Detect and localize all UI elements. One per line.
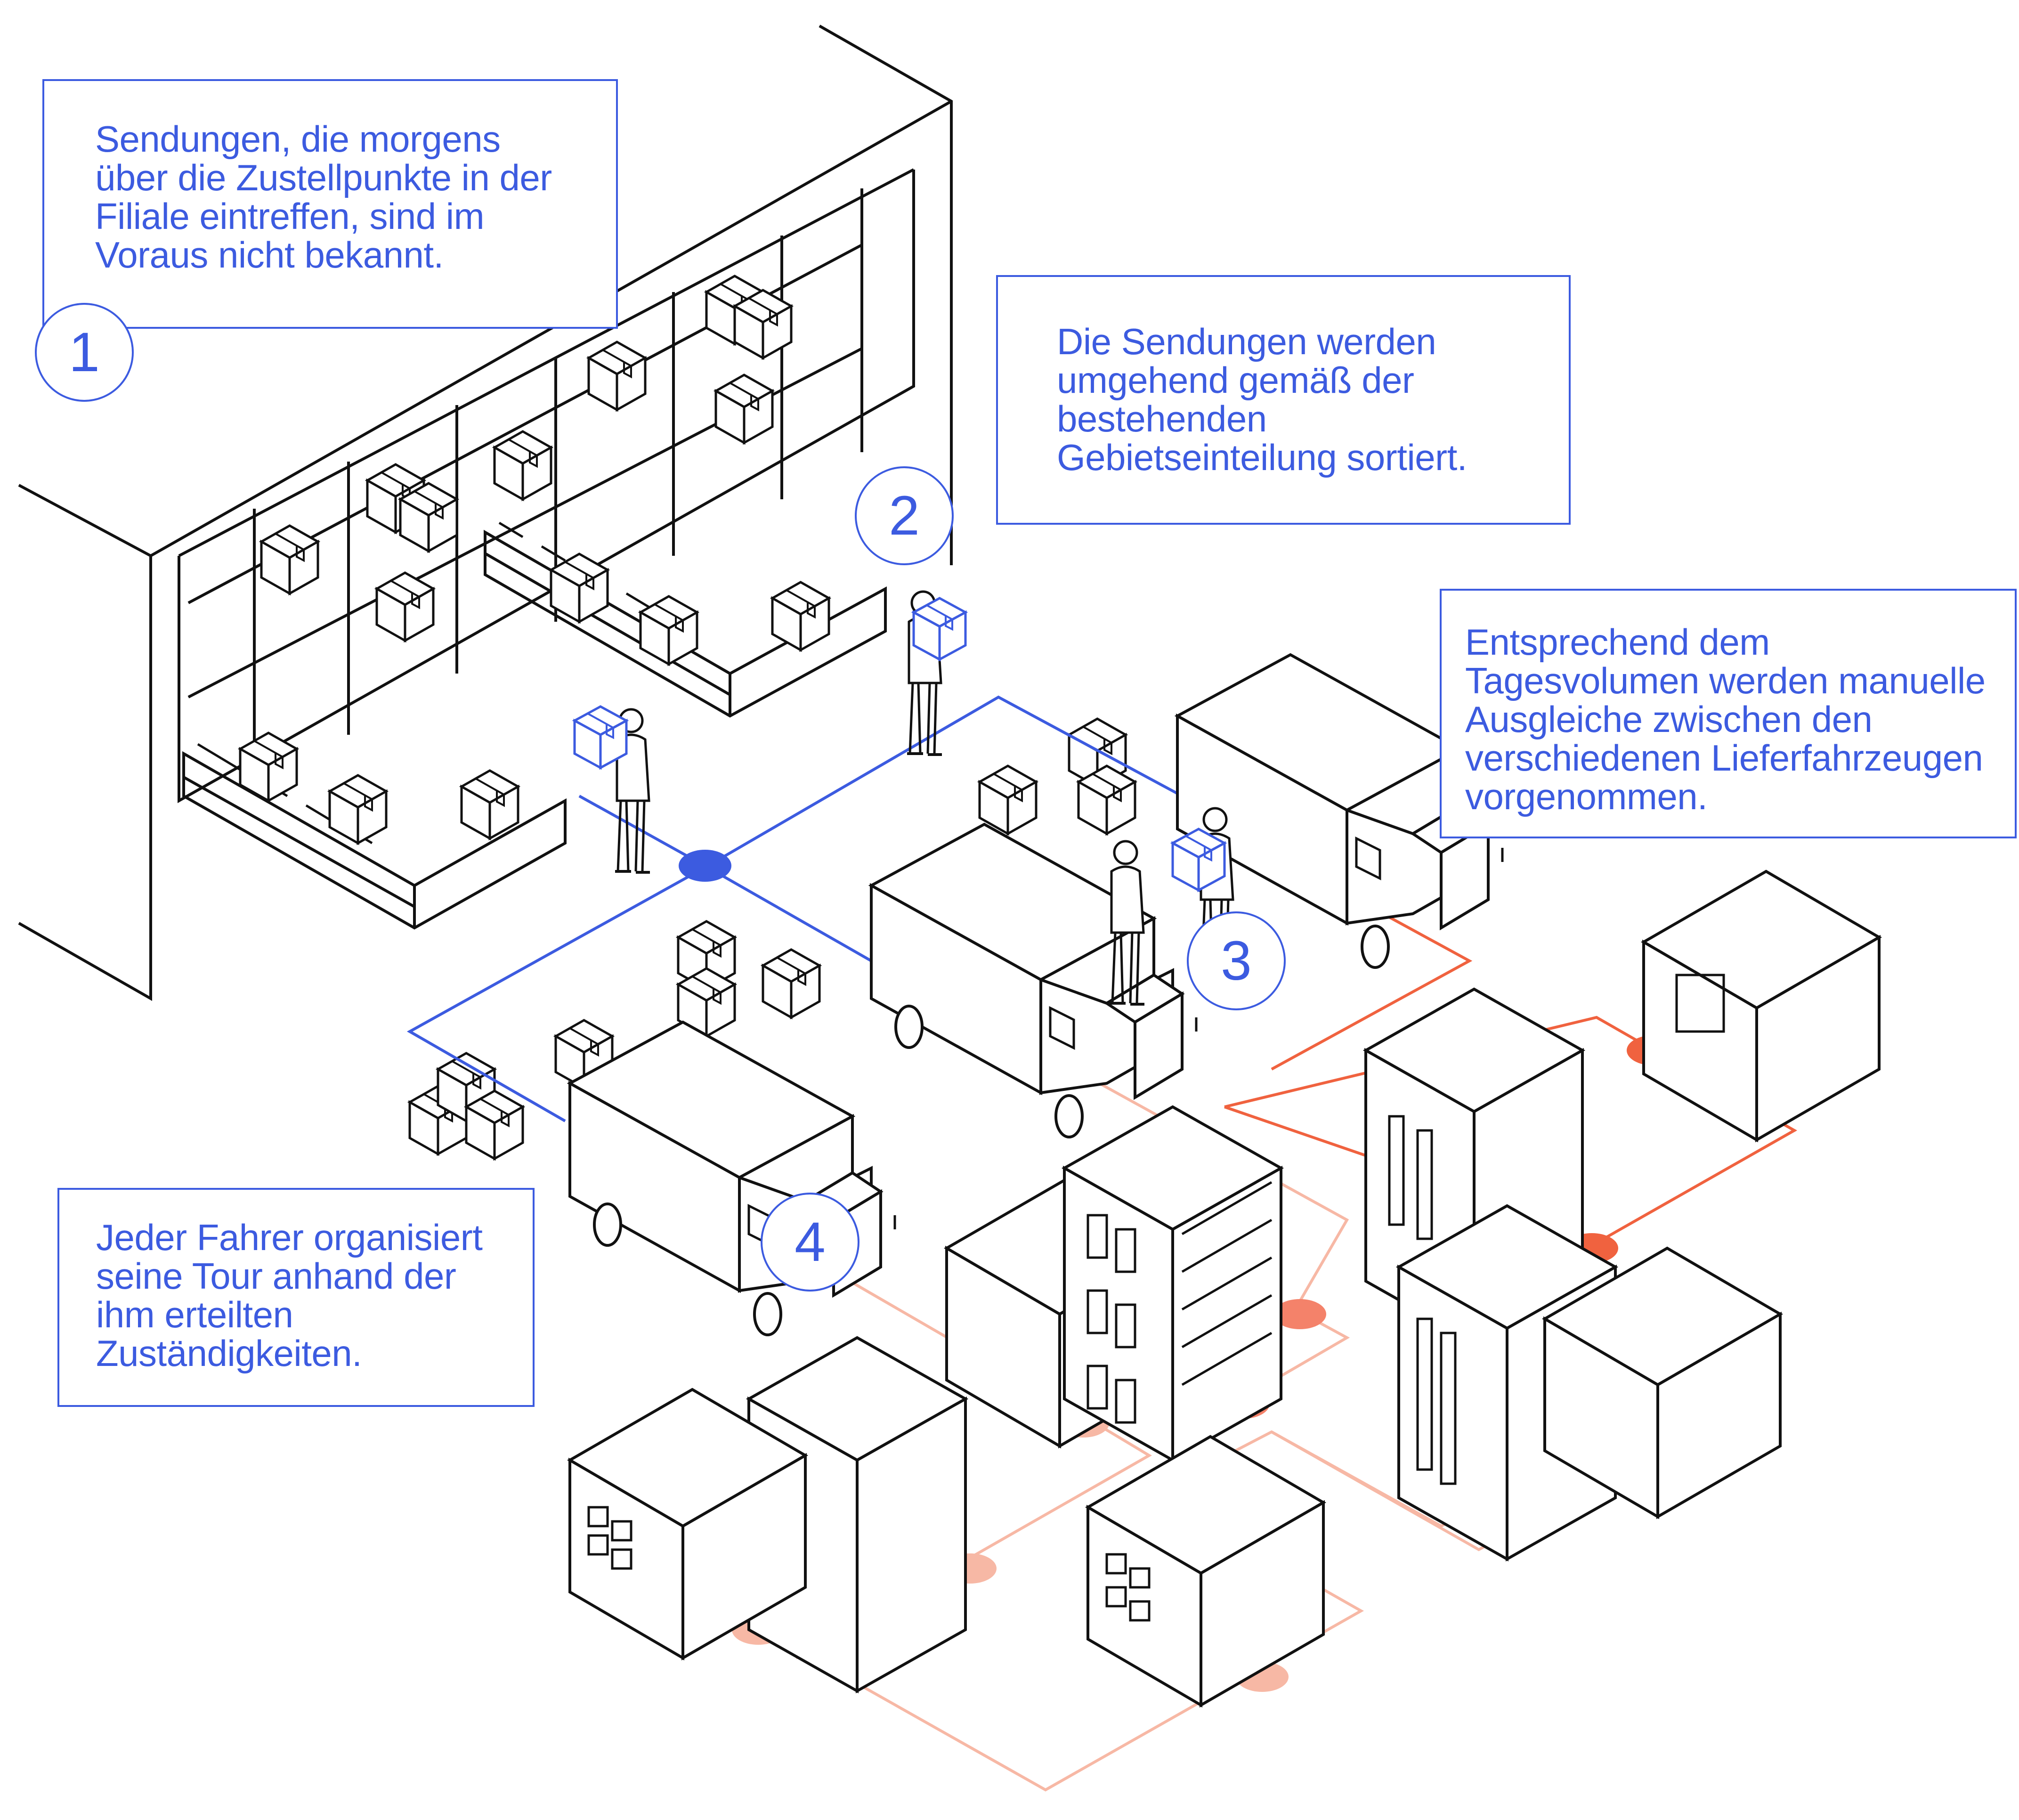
step-number-4: 4 xyxy=(761,1193,859,1292)
step-number-3: 3 xyxy=(1187,911,1286,1010)
building-windows xyxy=(587,974,1725,1622)
callout-3: Entsprechend dem Tagesvolumen werden man… xyxy=(1440,589,2017,838)
step-number-1: 1 xyxy=(35,303,134,402)
callout-text: Jeder Fahrer organisiert seine Tour anha… xyxy=(96,1217,483,1374)
step-number-2: 2 xyxy=(855,466,954,565)
route-node-icon xyxy=(679,850,731,882)
callout-2: Die Sendungen werden umgehend gemäß der … xyxy=(996,275,1571,525)
callout-4: Jeder Fahrer organisiert seine Tour anha… xyxy=(57,1188,535,1407)
callout-text: Entsprechend dem Tagesvolumen werden man… xyxy=(1465,621,1986,817)
callout-1: Sendungen, die morgens über die Zustellp… xyxy=(42,79,618,329)
callout-text: Die Sendungen werden umgehend gemäß der … xyxy=(1057,321,1467,478)
callout-text: Sendungen, die morgens über die Zustellp… xyxy=(95,118,552,276)
